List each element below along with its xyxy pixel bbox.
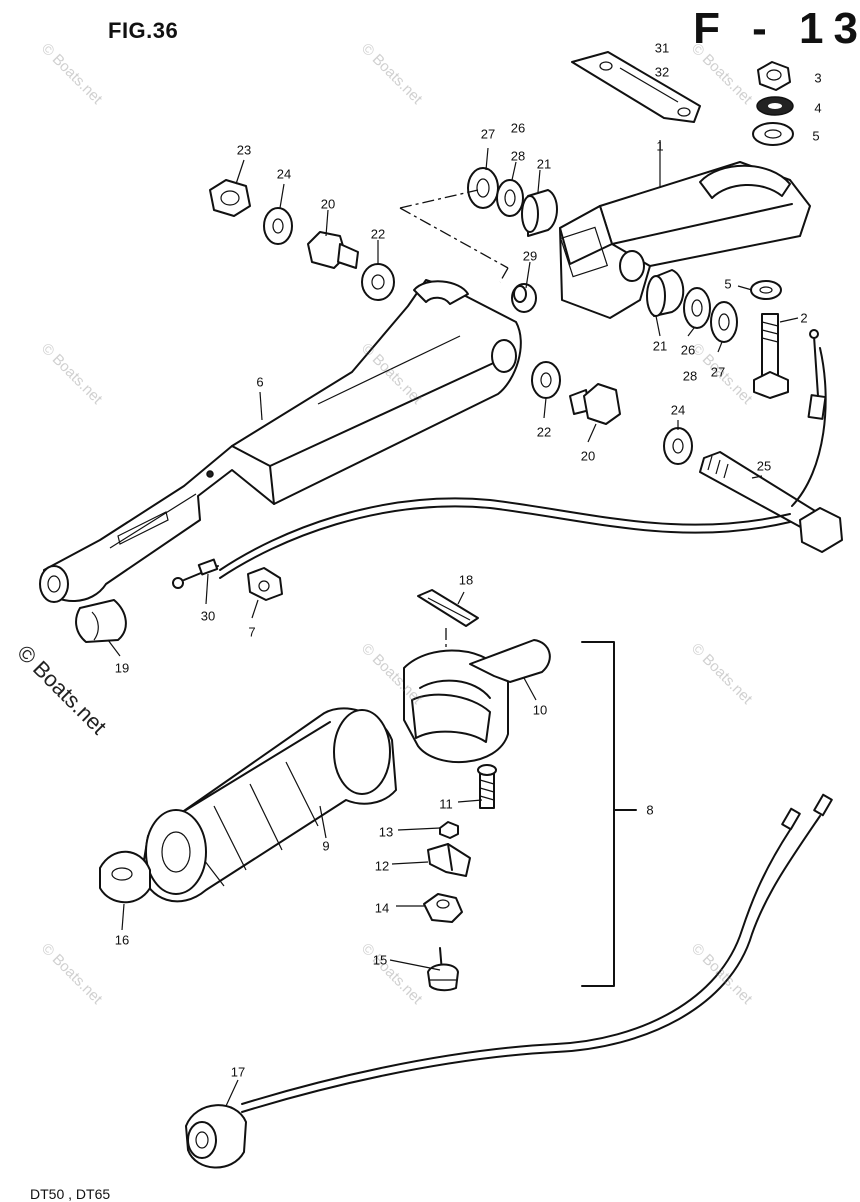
part-washer-24-top	[263, 207, 293, 245]
part-bolt-20-top	[307, 231, 359, 269]
callout-24: 24	[276, 166, 292, 182]
part-washer-stack-right	[646, 269, 738, 343]
part-label-18	[417, 589, 479, 654]
part-grip-9	[141, 707, 397, 903]
part-pin-29	[511, 283, 537, 313]
callout-5: 5	[812, 128, 820, 144]
part-washer-5-lower	[750, 280, 782, 300]
part-knob-14	[423, 893, 463, 923]
callout-26: 26	[510, 120, 526, 136]
callout-28: 28	[510, 148, 526, 164]
part-stop-switch-17	[185, 793, 833, 1169]
callout-31: 31	[654, 40, 670, 56]
part-bracket	[571, 51, 701, 123]
callout-5-lower: 5	[724, 276, 732, 292]
callout-23: 23	[236, 142, 252, 158]
part-washer-stack-top	[467, 167, 558, 237]
part-washer-22-top	[361, 263, 395, 301]
part-clip-7	[247, 567, 283, 601]
callout-20-lower: 20	[580, 448, 596, 464]
model-footer: DT50 , DT65	[30, 1186, 111, 1202]
part-nut-3	[757, 61, 791, 91]
callout-9: 9	[322, 838, 330, 854]
callout-28-lower: 28	[682, 368, 698, 384]
callout-21-lower: 21	[652, 338, 668, 354]
callout-leaders	[107, 140, 799, 1107]
callout-14: 14	[374, 900, 390, 916]
callout-25: 25	[756, 458, 772, 474]
part-throttle-cable	[219, 497, 791, 579]
part-nut-13	[439, 821, 459, 839]
part-clip-10	[469, 639, 551, 683]
callout-19: 19	[114, 660, 130, 676]
callout-8: 8	[646, 802, 654, 818]
callout-26-lower: 26	[680, 342, 696, 358]
part-washer-4	[756, 96, 794, 116]
callout-20: 20	[320, 196, 336, 212]
callout-7: 7	[248, 624, 256, 640]
assembly-bracket-8	[581, 641, 637, 987]
callout-15: 15	[372, 952, 388, 968]
callout-2: 2	[800, 310, 808, 326]
callout-21: 21	[536, 156, 552, 172]
figure-title: FIG.36	[108, 18, 179, 43]
callout-6: 6	[256, 374, 264, 390]
part-screw-15	[427, 947, 459, 992]
callout-4: 4	[814, 100, 822, 116]
part-bolt-2	[753, 313, 789, 399]
callout-22: 22	[370, 226, 386, 242]
part-bolt-20-lower	[569, 383, 621, 425]
callout-30: 30	[200, 608, 216, 624]
callout-29: 29	[522, 248, 538, 264]
part-washer-5-top	[752, 122, 794, 146]
part-washer-24-lower	[663, 427, 693, 465]
callout-32: 32	[654, 64, 670, 80]
callout-11: 11	[439, 796, 453, 812]
callout-16: 16	[114, 932, 130, 948]
callout-17: 17	[230, 1064, 246, 1080]
callout-3: 3	[814, 70, 822, 86]
part-screw-11	[477, 764, 497, 809]
callout-10: 10	[532, 702, 548, 718]
part-clamp-12	[427, 843, 471, 877]
part-shaft-25	[699, 329, 843, 553]
callout-13: 13	[378, 824, 394, 840]
callout-27: 27	[480, 126, 496, 142]
callout-22-lower: 22	[536, 424, 552, 440]
part-cable-end-30	[172, 558, 219, 589]
part-tiller-arm-6	[39, 279, 522, 603]
part-bracket-1	[559, 161, 811, 319]
callout-27-lower: 27	[710, 364, 726, 380]
callout-18: 18	[458, 572, 474, 588]
part-nut-23	[209, 179, 251, 217]
part-washer-22-lower	[531, 361, 561, 399]
page-code: F - 13	[693, 4, 860, 53]
part-cap-16	[99, 850, 151, 904]
part-sleeve-19	[75, 599, 127, 643]
callout-1: 1	[656, 138, 664, 154]
callout-12: 12	[374, 858, 390, 874]
callout-24-lower: 24	[670, 402, 686, 418]
part-grip-housing	[403, 649, 509, 764]
